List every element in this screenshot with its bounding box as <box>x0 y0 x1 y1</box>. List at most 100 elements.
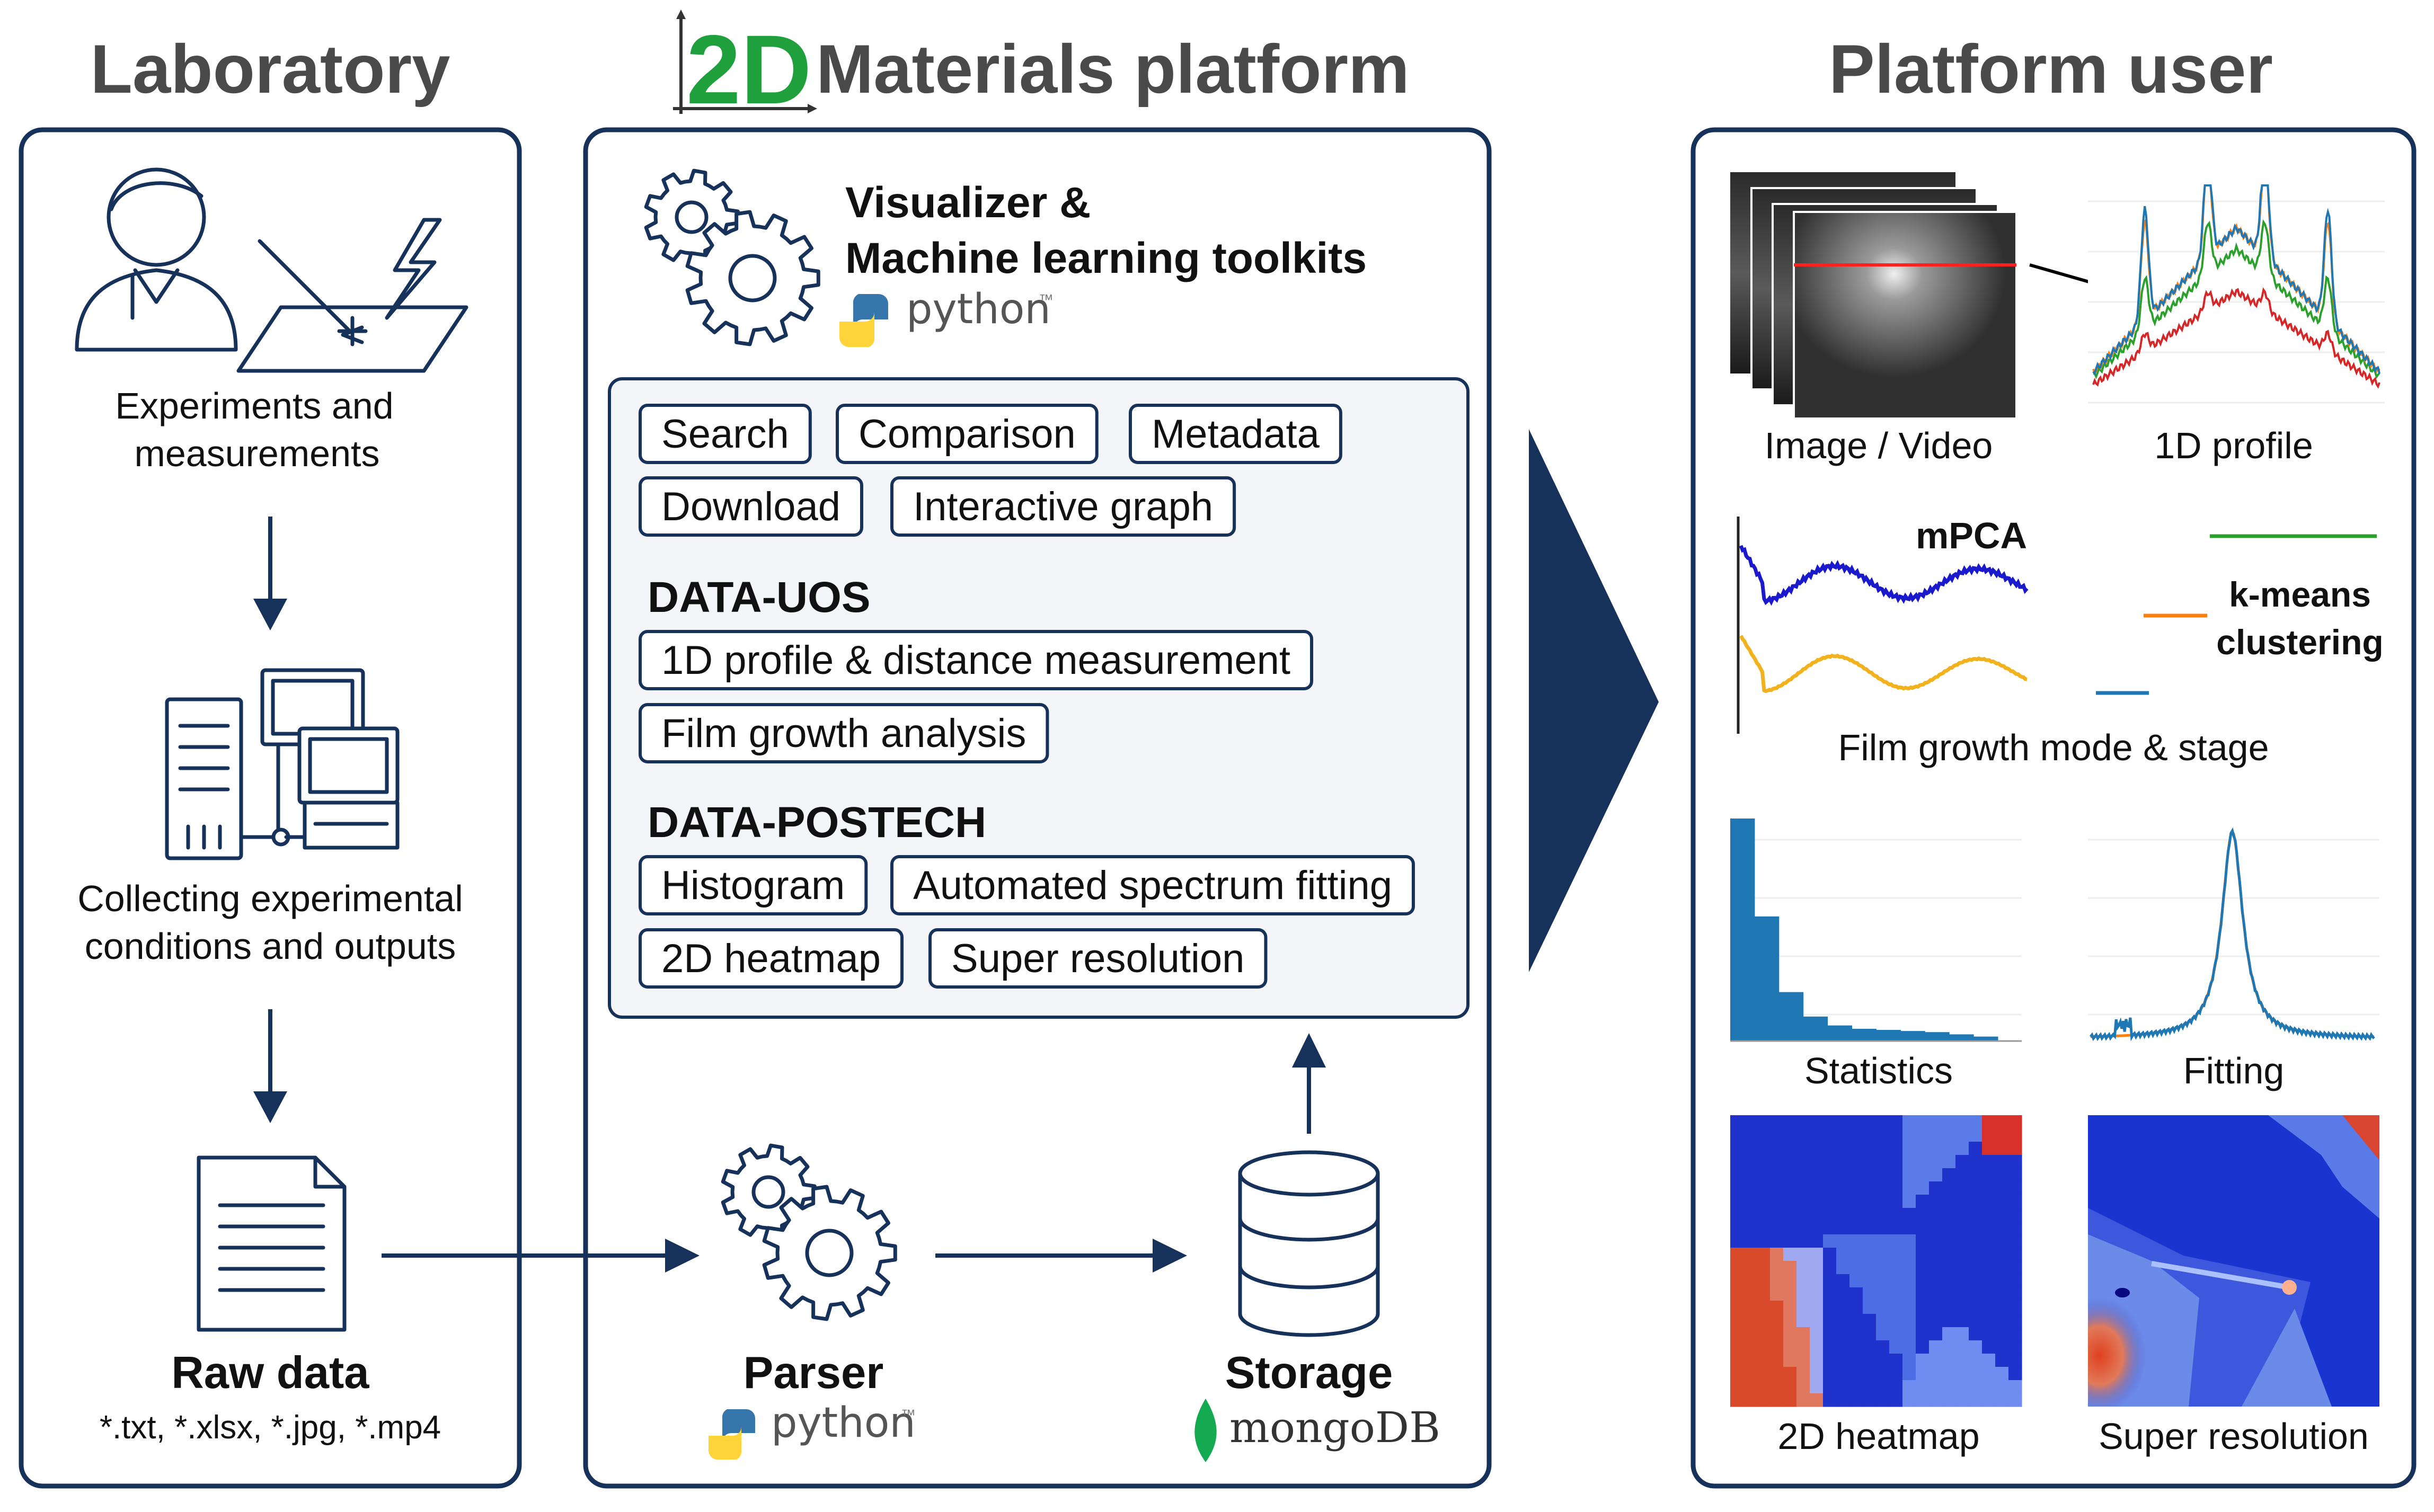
heatmap-cell <box>1796 1367 1810 1381</box>
heatmap-cell <box>1929 1261 1943 1275</box>
heatmap-cell <box>1955 1261 1969 1275</box>
heatmap-cell <box>1770 1234 1784 1248</box>
comparison-button-frame[interactable] <box>836 404 1099 464</box>
metadata-button[interactable]: Metadata <box>1129 404 1342 464</box>
heatmap-cell <box>1969 1274 1982 1288</box>
profile-1d-plot <box>2088 180 2385 413</box>
heatmap-cell <box>2008 1115 2022 1129</box>
heatmap-cell <box>1849 1393 1863 1407</box>
heatmap-cell <box>1849 1115 1863 1129</box>
heatmap-cell <box>1982 1393 1996 1407</box>
heatmap-cell <box>1995 1301 2009 1314</box>
heatmap-cell <box>1757 1181 1771 1195</box>
heatmap-cell <box>1889 1393 1903 1407</box>
heatmap-cell <box>1982 1128 1996 1142</box>
heatmap-cell <box>1863 1155 1877 1169</box>
histogram-button[interactable]: Histogram <box>639 855 868 915</box>
interactive-graph-button-frame[interactable] <box>890 476 1236 537</box>
heatmap-cell <box>1902 1380 1916 1394</box>
heatmap-cell <box>1902 1261 1916 1275</box>
heatmap-cell <box>1770 1314 1784 1328</box>
heatmap-cell <box>1902 1287 1916 1301</box>
heatmap-cell <box>1770 1354 1784 1367</box>
heatmap-cell <box>1916 1327 1930 1341</box>
comparison-button[interactable]: Comparison <box>836 404 1099 464</box>
histogram-button-frame[interactable] <box>639 855 868 915</box>
search-button[interactable]: Search <box>639 404 812 464</box>
heatmap-cell <box>1995 1354 2009 1367</box>
heatmap-cell <box>1889 1142 1903 1155</box>
arrow-down-1 <box>253 599 287 630</box>
label-image-video: Image / Video <box>1765 425 1993 466</box>
heatmap-cell <box>1863 1287 1877 1301</box>
super-resolution-button[interactable]: Super resolution <box>928 928 1268 989</box>
2d-heatmap-button[interactable]: 2D heatmap <box>639 928 904 989</box>
film-growth-analysis-button[interactable]: Film growth analysis <box>639 703 1049 763</box>
heatmap-cell <box>1743 1340 1757 1354</box>
label-kmeans-line1: k-means <box>2229 575 2371 614</box>
heatmap-cell <box>1876 1168 1890 1182</box>
heatmap-cell <box>1863 1181 1877 1195</box>
heatmap-cell <box>1902 1142 1916 1155</box>
heatmap-cell <box>1757 1155 1771 1169</box>
2d-heatmap-button-frame[interactable] <box>639 928 904 989</box>
heatmap-cell <box>1942 1340 1956 1354</box>
heatmap-cell <box>1810 1314 1824 1328</box>
heatmap-cell <box>1902 1274 1916 1288</box>
automated-spectrum-fitting-button[interactable]: Automated spectrum fitting <box>890 855 1415 915</box>
heatmap-cell <box>1849 1155 1863 1169</box>
heatmap-cell <box>1730 1221 1744 1235</box>
heatmap-cell <box>1916 1128 1930 1142</box>
heatmap-cell <box>1796 1274 1810 1288</box>
download-button[interactable]: Download <box>639 476 863 537</box>
toolkits-line1: Visualizer & <box>845 179 1091 227</box>
search-button-label: Search <box>661 412 789 457</box>
heatmap-cell <box>2008 1340 2022 1354</box>
search-button-frame[interactable] <box>639 404 812 464</box>
1d-profile-distance-measurement-button[interactable]: 1D profile & distance measurement <box>639 630 1314 690</box>
arrow-up-storage <box>1292 1033 1326 1068</box>
heatmap-cell <box>1836 1168 1850 1182</box>
python-label-top: python <box>906 286 1051 333</box>
heatmap-cell <box>1770 1301 1784 1314</box>
heatmap-cell <box>1863 1274 1877 1288</box>
automated-spectrum-fitting-button-frame[interactable] <box>890 855 1415 915</box>
heatmap-cell <box>1889 1168 1903 1182</box>
toolkits-line2: Machine learning toolkits <box>845 234 1367 282</box>
2d-heatmap-button-label: 2D heatmap <box>661 936 881 981</box>
header-platform-user: Platform user <box>1829 30 2273 108</box>
heatmap-cell <box>1942 1115 1956 1129</box>
heatmap-cell <box>1916 1314 1930 1328</box>
heatmap-cell <box>1770 1195 1784 1208</box>
download-button-frame[interactable] <box>639 476 863 537</box>
super-resolution-button-frame[interactable] <box>928 928 1268 989</box>
heatmap-cell <box>1876 1367 1890 1381</box>
heatmap-cell <box>1770 1128 1784 1142</box>
comparison-button-label: Comparison <box>858 412 1076 457</box>
parser-title: Parser <box>744 1348 884 1398</box>
heatmap-cell <box>1876 1287 1890 1301</box>
hist-bar <box>1973 1036 1998 1041</box>
heatmap-cell <box>1982 1261 1996 1275</box>
heatmap-cell <box>1942 1354 1956 1367</box>
heatmap-cell <box>1849 1128 1863 1142</box>
heatmap-cell <box>1955 1115 1969 1129</box>
heatmap-cell <box>1929 1155 1943 1169</box>
hist-bar <box>1827 1025 1852 1041</box>
heatmap-cell <box>1863 1234 1877 1248</box>
arrow-to-parser <box>665 1239 700 1273</box>
metadata-button-frame[interactable] <box>1129 404 1342 464</box>
heatmap-cell <box>1889 1367 1903 1381</box>
heatmap-cell <box>1823 1261 1837 1275</box>
super-resolution-image <box>2088 1115 2379 1407</box>
film-growth-analysis-button-frame[interactable] <box>639 703 1049 763</box>
heatmap-cell <box>1757 1168 1771 1182</box>
heatmap-cell <box>1876 1261 1890 1275</box>
heatmap-cell <box>1770 1181 1784 1195</box>
heatmap-cell <box>1743 1314 1757 1328</box>
heatmap-cell <box>1955 1354 1969 1367</box>
1d-profile-distance-measurement-button-frame[interactable] <box>639 630 1314 690</box>
interactive-graph-button[interactable]: Interactive graph <box>890 476 1236 537</box>
heatmap-cell <box>1889 1208 1903 1222</box>
heatmap-cell <box>1849 1234 1863 1248</box>
